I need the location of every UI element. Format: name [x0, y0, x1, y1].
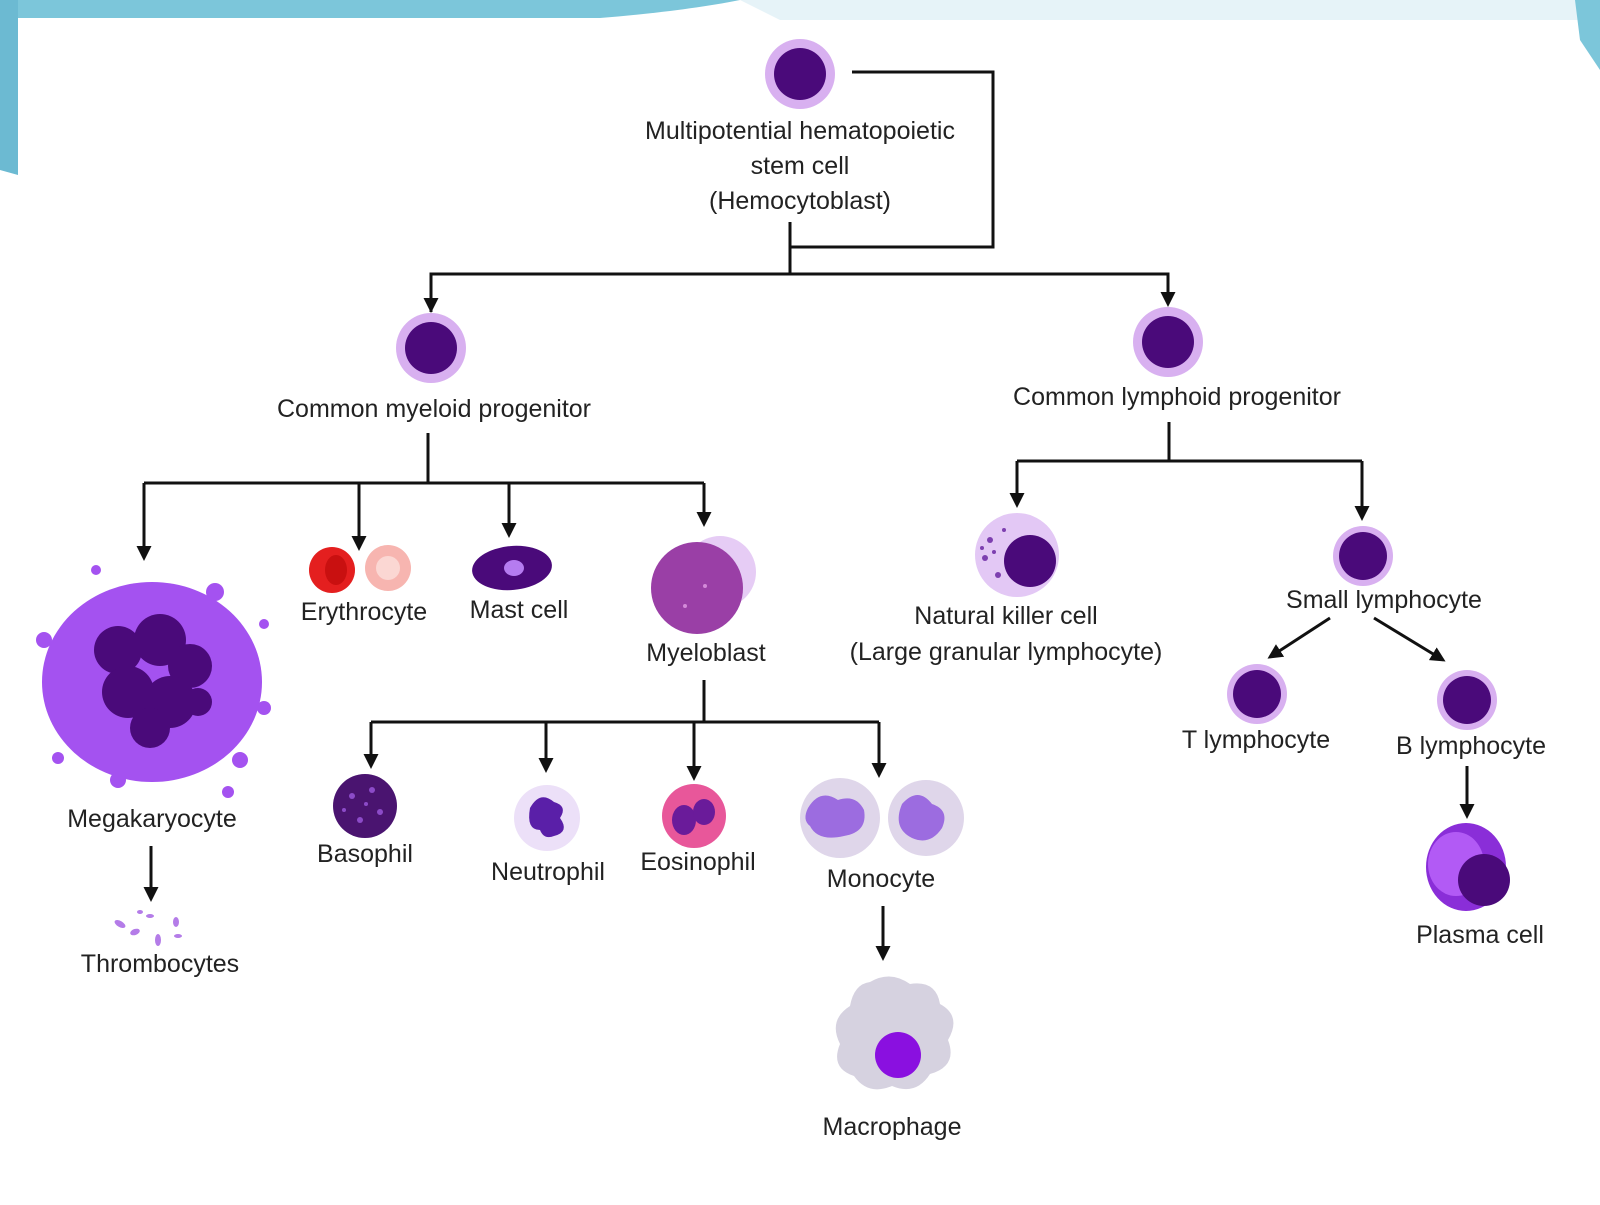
nk-cell-label-line2: (Large granular lymphocyte): [850, 638, 1163, 666]
slide-frame: [0, 0, 1600, 175]
stem-cell-label-line2: stem cell: [751, 152, 850, 180]
nk-cell-label-line1: Natural killer cell: [914, 602, 1097, 630]
lymphoid-progenitor-label: Common lymphoid progenitor: [1013, 383, 1341, 411]
small-lymphocyte-icon: [1333, 526, 1393, 586]
macrophage-label: Macrophage: [823, 1113, 962, 1141]
myeloid-progenitor-icon: [396, 313, 466, 383]
monocyte-icon: [800, 778, 964, 858]
plasma-cell-label: Plasma cell: [1416, 921, 1544, 949]
monocyte-label: Monocyte: [827, 865, 935, 893]
b-lymphocyte-icon: [1437, 670, 1497, 730]
thrombocytes-icon: [114, 910, 182, 946]
myeloblast-label: Myeloblast: [646, 639, 766, 667]
thrombocytes-label: Thrombocytes: [81, 950, 239, 978]
macrophage-icon: [835, 976, 954, 1090]
labels: Multipotential hematopoietic stem cell (…: [67, 117, 1546, 1141]
mast-cell-icon: [472, 545, 552, 591]
megakaryocyte-icon: [36, 565, 271, 798]
mast-cell-label: Mast cell: [470, 596, 569, 624]
basophil-icon: [333, 774, 397, 838]
t-lymphocyte-icon: [1227, 664, 1287, 724]
neutrophil-label: Neutrophil: [491, 858, 605, 886]
lymphoid-progenitor-icon: [1133, 307, 1203, 377]
stem-cell-label-line1: Multipotential hematopoietic: [645, 117, 955, 145]
eosinophil-icon: [662, 784, 726, 848]
nk-cell-icon: [975, 513, 1059, 597]
neutrophil-icon: [514, 785, 580, 851]
erythrocyte-icon: [309, 545, 411, 593]
megakaryocyte-label: Megakaryocyte: [67, 805, 237, 833]
small-lymphocyte-label: Small lymphocyte: [1286, 586, 1482, 614]
myeloid-progenitor-label: Common myeloid progenitor: [277, 395, 591, 423]
basophil-label: Basophil: [317, 840, 413, 868]
b-lymphocyte-label: B lymphocyte: [1396, 732, 1546, 760]
connectors: [136, 70, 1475, 961]
erythrocyte-label: Erythrocyte: [301, 598, 427, 626]
stem-cell-label-line3: (Hemocytoblast): [709, 187, 891, 215]
eosinophil-label: Eosinophil: [640, 848, 755, 876]
stem-cell-icon: [765, 39, 835, 109]
myeloblast-icon: [651, 536, 756, 634]
t-lymphocyte-label: T lymphocyte: [1182, 726, 1330, 754]
plasma-cell-icon: [1426, 823, 1510, 911]
